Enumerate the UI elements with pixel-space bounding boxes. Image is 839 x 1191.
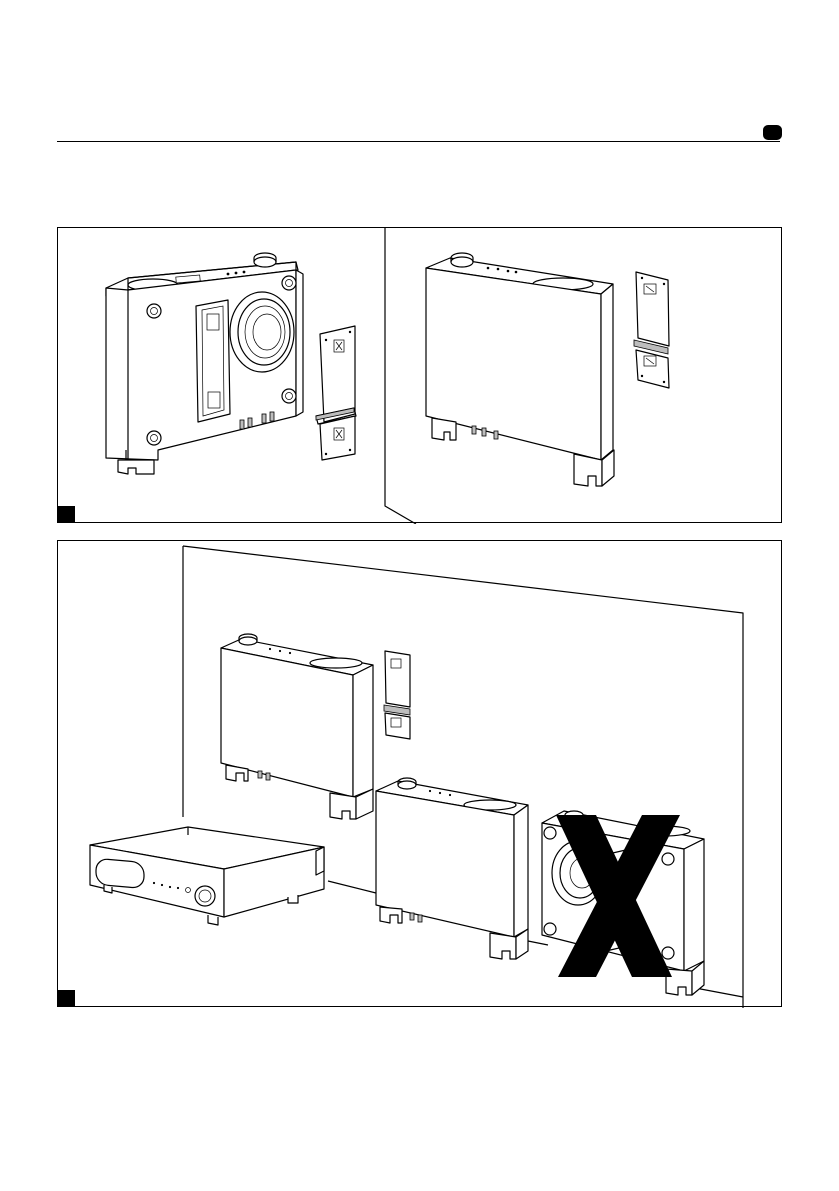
figure-2-marker <box>58 990 75 1007</box>
header-rule <box>57 141 780 142</box>
figure-1 <box>57 227 782 523</box>
subwoofer-floor-standing <box>376 778 528 959</box>
wall-bracket-right <box>634 272 669 388</box>
subwoofer-rear-view <box>106 253 303 474</box>
wall-bracket <box>384 651 410 739</box>
subwoofer-wall-mounted <box>221 634 373 819</box>
figure-1-illustration <box>58 228 783 524</box>
top-knob <box>254 257 276 267</box>
figure-2-illustration <box>58 541 783 1008</box>
figure-1-marker <box>58 506 75 523</box>
subwoofer-front-view <box>426 253 614 486</box>
woofer <box>230 292 294 372</box>
amplifier <box>90 827 324 925</box>
figure-2 <box>57 540 782 1007</box>
section-tab-marker <box>763 125 782 140</box>
wall-bracket-left <box>316 326 356 460</box>
wall-corner-line <box>385 228 416 524</box>
mounting-rail <box>196 300 230 422</box>
